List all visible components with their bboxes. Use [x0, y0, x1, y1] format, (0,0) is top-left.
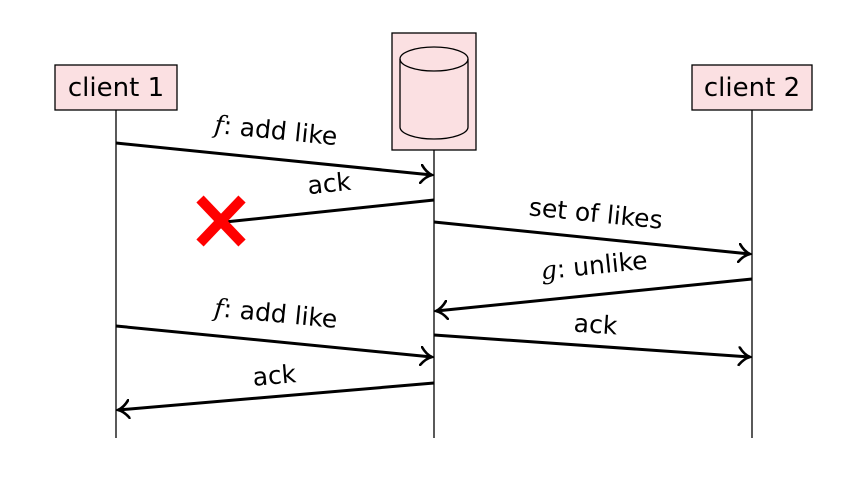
message-label-g-unlike: g: unlike — [539, 246, 648, 286]
cross-icon — [196, 195, 246, 247]
message-arrow-ack-lost — [224, 198, 435, 224]
message-arrow-f-add-like-2 — [115, 324, 432, 357]
message-label-ack-client1: ack — [251, 359, 297, 392]
participant-client1-label: client 1 — [68, 73, 164, 103]
message-label-f-add-like-1: f: add like — [211, 110, 339, 152]
message-label-ack-lost: ack — [306, 167, 353, 200]
message-arrow-g-unlike — [436, 277, 753, 311]
participant-server — [391, 32, 477, 151]
participant-client2: client 2 — [691, 64, 813, 111]
participant-client1: client 1 — [54, 64, 178, 111]
database-icon — [399, 46, 469, 140]
message-arrow-ack-client2 — [433, 333, 750, 357]
message-label-set-of-likes: set of likes — [528, 192, 664, 234]
message-label-ack-client2: ack — [573, 309, 619, 341]
message-label-f-add-like-2: f: add like — [211, 293, 339, 334]
message-arrow-ack-client1 — [118, 381, 435, 410]
message-arrow-f-add-like-1 — [115, 141, 432, 175]
message-arrow-set-of-likes — [433, 220, 750, 254]
participant-client2-label: client 2 — [704, 73, 800, 103]
